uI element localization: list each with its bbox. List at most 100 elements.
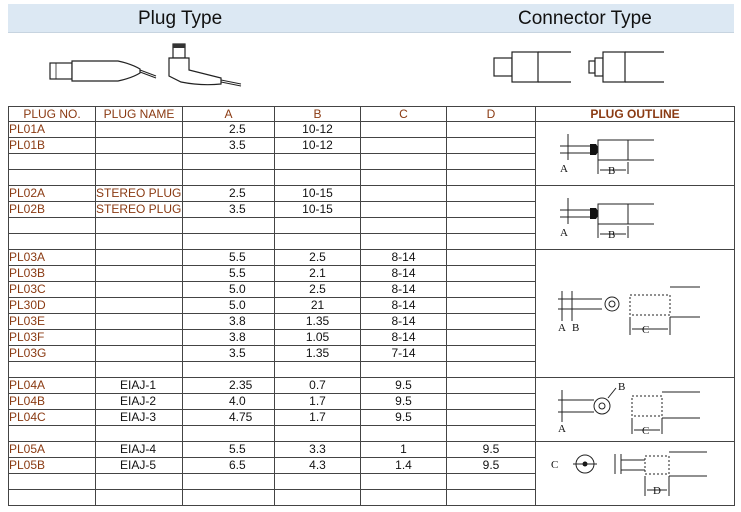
plug-no-cell: PL30D bbox=[8, 297, 96, 314]
connector-long-icon bbox=[493, 50, 573, 84]
dim-a-cell bbox=[182, 233, 275, 250]
outline-label: D bbox=[653, 485, 661, 497]
dim-b-cell: 2.5 bbox=[274, 249, 361, 266]
plug-name-cell bbox=[95, 233, 183, 250]
plug-name-cell bbox=[95, 169, 183, 186]
dim-d-cell bbox=[446, 425, 536, 442]
dim-d-cell bbox=[446, 233, 536, 250]
dim-c-cell bbox=[360, 201, 447, 218]
outline-label: C bbox=[642, 324, 649, 336]
plug-no-cell bbox=[8, 233, 96, 250]
plug-no-cell: PL03E bbox=[8, 313, 96, 330]
outline-label: B bbox=[608, 165, 615, 177]
col-header-plug-no: PLUG NO. bbox=[8, 106, 96, 122]
dim-c-cell: 8-14 bbox=[360, 265, 447, 282]
dim-c-cell: 9.5 bbox=[360, 377, 447, 394]
plug-no-cell: PL04A bbox=[8, 377, 96, 394]
plug-no-cell: PL05A bbox=[8, 441, 96, 458]
dim-d-cell: 9.5 bbox=[446, 441, 536, 458]
dim-a-cell: 2.5 bbox=[182, 185, 275, 202]
straight-plug-icon bbox=[48, 50, 158, 92]
dim-b-cell bbox=[274, 489, 361, 506]
dim-a-cell: 2.35 bbox=[182, 377, 275, 394]
dim-a-cell bbox=[182, 361, 275, 378]
header-band: Plug Type Connector Type bbox=[8, 4, 734, 33]
dim-b-cell bbox=[274, 361, 361, 378]
dim-a-cell bbox=[182, 169, 275, 186]
table-row bbox=[8, 169, 735, 186]
dim-b-cell: 10-15 bbox=[274, 185, 361, 202]
plug-no-cell bbox=[8, 169, 96, 186]
dim-d-cell bbox=[446, 249, 536, 266]
plug-no-cell: PL03C bbox=[8, 281, 96, 298]
dim-d-cell bbox=[446, 473, 536, 490]
plug-name-cell bbox=[95, 281, 183, 298]
dim-c-cell: 1.4 bbox=[360, 457, 447, 474]
plug-name-cell: STEREO PLUG bbox=[95, 201, 183, 218]
dim-b-cell: 0.7 bbox=[274, 377, 361, 394]
dim-d-cell bbox=[446, 345, 536, 362]
dim-d-cell bbox=[446, 281, 536, 298]
dim-d-cell bbox=[446, 153, 536, 170]
plug-no-cell: PL03G bbox=[8, 345, 96, 362]
dim-c-cell bbox=[360, 233, 447, 250]
dim-d-cell bbox=[446, 265, 536, 282]
dim-b-cell: 1.7 bbox=[274, 409, 361, 426]
angled-plug-icon bbox=[165, 42, 245, 94]
plug-no-cell: PL04B bbox=[8, 393, 96, 410]
col-header-d: D bbox=[446, 106, 536, 122]
dim-d-cell bbox=[446, 185, 536, 202]
dim-a-cell: 3.5 bbox=[182, 137, 275, 154]
dim-b-cell: 10-12 bbox=[274, 121, 361, 138]
dim-a-cell: 5.0 bbox=[182, 297, 275, 314]
dim-c-cell: 9.5 bbox=[360, 409, 447, 426]
dim-b-cell bbox=[274, 473, 361, 490]
plug-no-cell: PL01A bbox=[8, 121, 96, 138]
dim-c-cell bbox=[360, 473, 447, 490]
col-header-a: A bbox=[182, 106, 275, 122]
dim-c-cell: 8-14 bbox=[360, 297, 447, 314]
dim-d-cell bbox=[446, 137, 536, 154]
dim-d-cell bbox=[446, 297, 536, 314]
dim-b-cell: 21 bbox=[274, 297, 361, 314]
dim-c-cell bbox=[360, 137, 447, 154]
dim-a-cell: 3.8 bbox=[182, 329, 275, 346]
plug-no-cell: PL02B bbox=[8, 201, 96, 218]
dim-c-cell bbox=[360, 425, 447, 442]
dim-c-cell bbox=[360, 361, 447, 378]
outline-label: A bbox=[558, 423, 566, 435]
plug-name-cell bbox=[95, 265, 183, 282]
plug-name-cell bbox=[95, 297, 183, 314]
dim-c-cell: 8-14 bbox=[360, 313, 447, 330]
dim-d-cell bbox=[446, 313, 536, 330]
outline-label: C bbox=[551, 459, 558, 471]
col-header-b: B bbox=[274, 106, 361, 122]
dim-c-cell bbox=[360, 185, 447, 202]
plug-name-cell bbox=[95, 217, 183, 234]
table-row bbox=[8, 489, 735, 506]
dim-c-cell: 1 bbox=[360, 441, 447, 458]
dim-b-cell: 1.05 bbox=[274, 329, 361, 346]
dim-a-cell: 3.8 bbox=[182, 313, 275, 330]
dim-a-cell: 3.5 bbox=[182, 201, 275, 218]
plug-name-cell bbox=[95, 345, 183, 362]
col-header-plug-name: PLUG NAME bbox=[95, 106, 183, 122]
dim-b-cell bbox=[274, 425, 361, 442]
dim-a-cell: 5.5 bbox=[182, 249, 275, 266]
dim-a-cell bbox=[182, 473, 275, 490]
dim-b-cell bbox=[274, 233, 361, 250]
dim-a-cell bbox=[182, 425, 275, 442]
dim-d-cell bbox=[446, 377, 536, 394]
plug-type-title: Plug Type bbox=[138, 8, 223, 29]
dim-b-cell: 1.35 bbox=[274, 313, 361, 330]
dim-b-cell bbox=[274, 153, 361, 170]
plug-no-cell bbox=[8, 361, 96, 378]
